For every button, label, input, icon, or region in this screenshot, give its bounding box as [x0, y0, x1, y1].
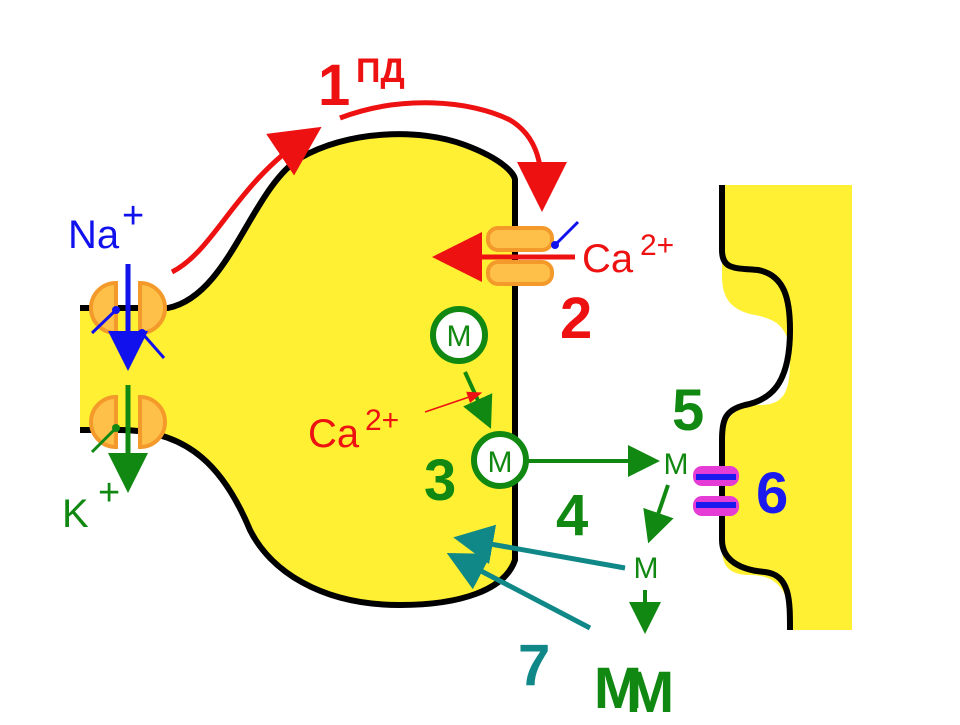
step-7-label: 7 [518, 633, 550, 698]
calcium-channel-label: Ca [582, 237, 634, 281]
calcium-inside-charge: 2+ [365, 404, 399, 437]
vesicle-top [430, 306, 488, 364]
calcium-inside-label: Ca [308, 412, 360, 456]
step-5-label: 5 [672, 378, 704, 443]
mediator-bottom-right: M [626, 660, 674, 720]
reuptake-arrow-1 [453, 524, 626, 571]
mediator-lower-label: M [634, 552, 659, 585]
mediator-diffuse-arrow-1 [643, 484, 674, 544]
vesicle-docked [471, 431, 529, 489]
action-potential-arrow-2 [339, 100, 567, 212]
mediator-bottom-left: M [594, 656, 642, 720]
potassium-label: K [62, 492, 89, 536]
ap-label: ПД [356, 52, 405, 90]
potassium-charge: + [98, 472, 120, 514]
postsynaptic-membrane [719, 185, 794, 631]
calcium-channel [486, 220, 580, 286]
presynaptic-terminal [80, 134, 515, 606]
step-3-label: 3 [424, 448, 456, 513]
postsynaptic-cell [720, 185, 852, 630]
action-potential-arrow [170, 126, 322, 275]
calcium-channel-charge: 2+ [640, 229, 674, 262]
step-2-label: 2 [560, 286, 592, 351]
reuptake-arrow-2 [446, 553, 592, 631]
step-6-label: 6 [756, 461, 788, 526]
vesicle-top-label: M [447, 320, 472, 353]
potassium-channel [89, 394, 167, 454]
mediator-cleft-label: M [664, 448, 689, 481]
calcium-pointer-arrow [424, 391, 483, 413]
step-4-label: 4 [556, 483, 588, 548]
sodium-channel [89, 280, 167, 359]
receptor [693, 466, 739, 516]
sodium-label: Na [68, 213, 120, 257]
step-1-label: 1 [318, 53, 350, 118]
presynaptic-membrane-top [80, 131, 518, 609]
vesicle-docked-label: M [488, 446, 513, 479]
sodium-charge: + [122, 195, 144, 237]
